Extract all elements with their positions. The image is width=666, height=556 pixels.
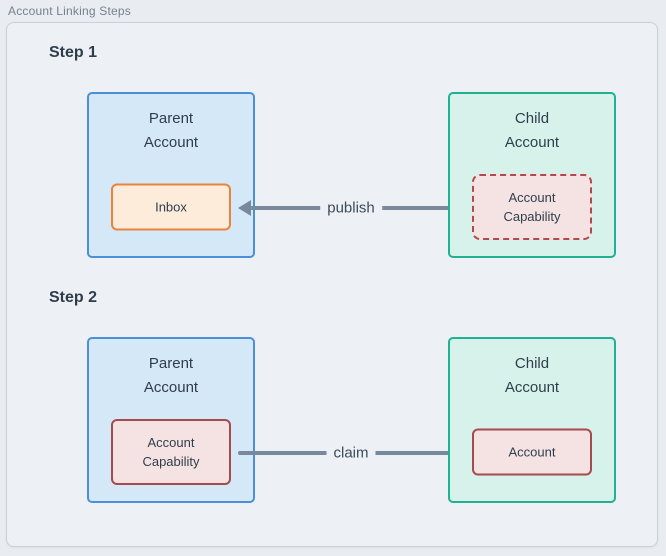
claim-arrow-label: claim [326,444,376,462]
step-2-parent-account-box: Parent Account Account Capability [87,337,255,503]
step-1-parent-account-title: Parent Account [143,110,199,151]
publish-arrow-label: publish [320,199,382,217]
publish-arrow: publish [238,199,464,217]
step-2-child-account-box: Child Account Account [448,337,616,503]
step-1-heading: Step 1 [49,44,98,61]
diagram-frame: Step 1 Parent Account Inbox publish Chil… [6,22,658,547]
step-1-section: Step 1 Parent Account Inbox publish Chil… [7,23,657,268]
account-box: Account [472,428,592,476]
claim-arrow: claim [238,444,464,462]
arrowhead-left-icon [238,200,251,216]
inbox-box: Inbox [111,183,231,231]
account-capability-box: Account Capability [111,419,231,485]
account-capability-pending-box: Account Capability [472,174,592,240]
step-2-parent-account-title: Parent Account [143,355,199,396]
step-1-child-account-box: Child Account Account Capability [448,92,616,258]
step-2-heading: Step 2 [49,289,98,306]
step-2-child-account-title: Child Account [504,355,560,396]
diagram-title: Account Linking Steps [8,4,131,18]
step-1-child-account-title: Child Account [504,110,560,151]
step-1-parent-account-box: Parent Account Inbox [87,92,255,258]
step-2-section: Step 2 Parent Account Account Capability… [7,268,657,513]
